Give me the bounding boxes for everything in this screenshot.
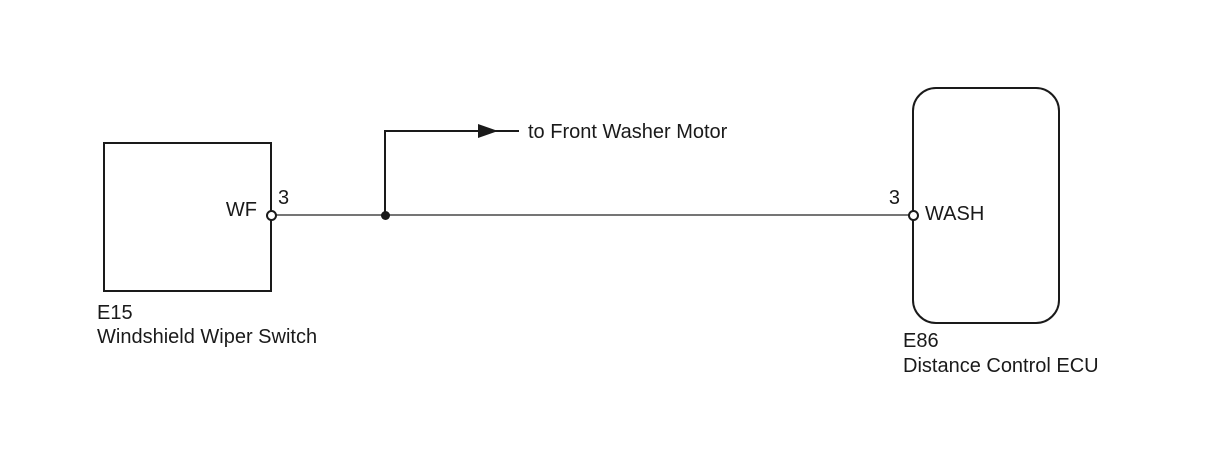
pin-label-wash: WASH — [925, 203, 985, 225]
wire-wf-to-wash — [271, 214, 913, 216]
component-id-e86: E86 — [903, 330, 939, 352]
pin-terminal-e15-icon — [266, 210, 277, 221]
branch-wire-vertical — [384, 130, 386, 215]
branch-destination-label: to Front Washer Motor — [528, 121, 728, 143]
arrow-right-icon — [478, 124, 498, 138]
component-name-e86: Distance Control ECU — [903, 355, 1099, 377]
component-name-e15: Windshield Wiper Switch — [97, 326, 318, 348]
pin-number-e86: 3 — [888, 187, 900, 209]
branch-wire-horizontal — [384, 130, 519, 132]
wire-junction-dot — [381, 211, 390, 220]
pin-label-wf: WF — [225, 199, 257, 221]
component-id-e15: E15 — [97, 302, 133, 324]
connector-box-e86 — [912, 87, 1060, 324]
pin-number-e15: 3 — [278, 187, 290, 209]
pin-terminal-e86-icon — [908, 210, 919, 221]
